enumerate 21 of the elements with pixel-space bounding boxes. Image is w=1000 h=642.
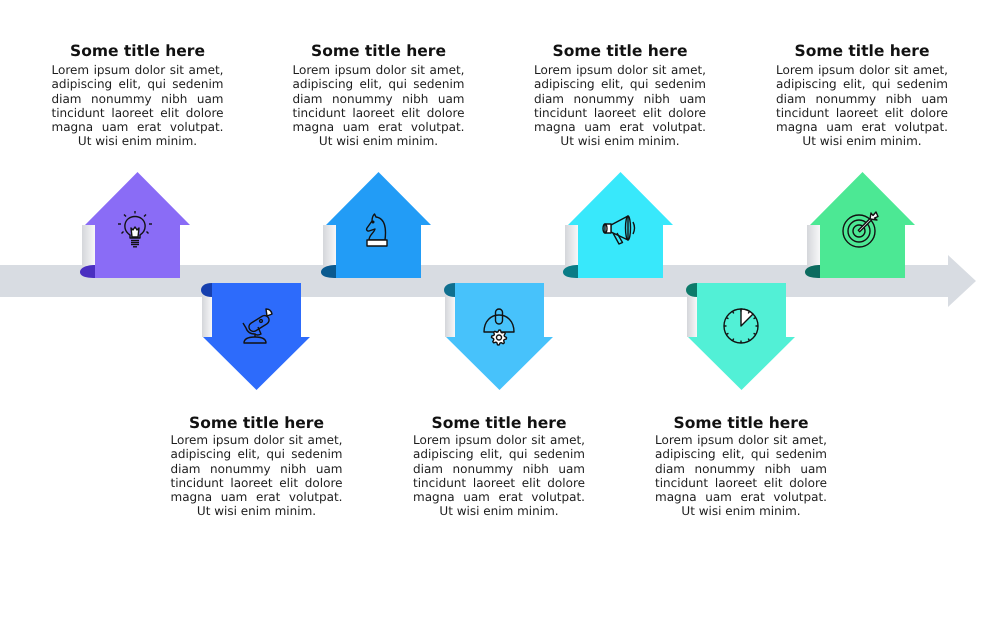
step-title: Some title here (432, 414, 566, 432)
up-arrow-banner (321, 172, 431, 278)
step-title: Some title here (552, 42, 688, 61)
step-description: Lorem ipsum dolor sit amet, adipiscing elit, qui sedenim diam nonummy nibh uam tincidunt laoreet elit dolore magna uam erat volutpat. Ut wisi enim minim. (655, 433, 827, 519)
down-arrow-banner (686, 283, 796, 390)
down-arrow-banner (444, 283, 554, 390)
up-arrow-banner (562, 172, 672, 278)
up-arrow-banner (804, 172, 914, 278)
step-title: Some title here (70, 42, 205, 61)
step-title: Some title here (189, 414, 324, 432)
step-title: Some title here (311, 42, 446, 61)
step-description: Lorem ipsum dolor sit amet, adipiscing elit, qui sedenim diam nonummy nibh uam tincidunt laoreet elit dolore magna uam erat volutpat. Ut wisi enim minim. (534, 63, 706, 149)
step-title: Some title here (674, 414, 808, 432)
step-description: Lorem ipsum dolor sit amet, adipiscing elit, qui sedenim diam nonummy nibh uam tincidunt laoreet elit dolore magna uam erat volutpat. Ut wisi enim minim. (413, 433, 585, 519)
step-title: Some title here (794, 42, 930, 61)
step-description: Lorem ipsum dolor sit amet, adipiscing elit, qui sedenim diam nonummy nibh uam tincidunt laoreet elit dolore magna uam erat volutpat. Ut wisi enim minim. (292, 63, 464, 149)
down-arrow-banner (201, 283, 311, 390)
step-description: Lorem ipsum dolor sit amet, adipiscing elit, qui sedenim diam nonummy nibh uam tincidunt laoreet elit dolore magna uam erat volutpat. Ut wisi enim minim. (776, 63, 948, 149)
step-description: Lorem ipsum dolor sit amet, adipiscing elit, qui sedenim diam nonummy nibh uam tincidunt laoreet elit dolore magna uam erat volutpat. Ut wisi enim minim. (52, 63, 224, 149)
step-description: Lorem ipsum dolor sit amet, adipiscing elit, qui sedenim diam nonummy nibh uam tincidunt laoreet elit dolore magna uam erat volutpat. Ut wisi enim minim. (170, 433, 342, 519)
up-arrow-banner (80, 172, 190, 278)
